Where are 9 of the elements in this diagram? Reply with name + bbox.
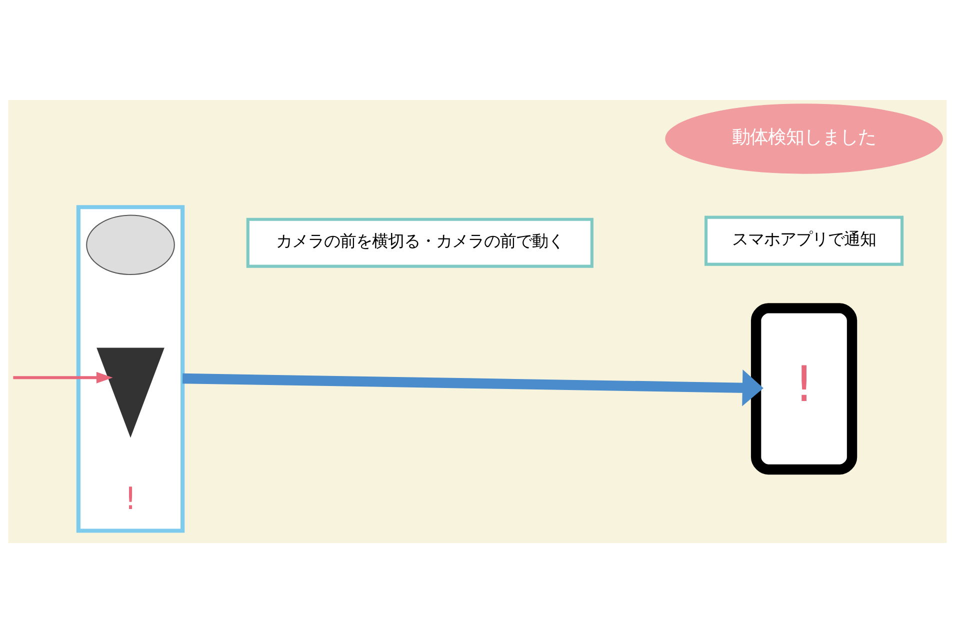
- label: !: [124, 482, 137, 517]
- node-box: スマホアプリで通知: [704, 216, 904, 266]
- node-box: カメラの前を横切る・カメラの前で動く: [246, 218, 594, 268]
- cluster: [76, 205, 185, 533]
- node-camera: [86, 214, 175, 276]
- arrow: [13, 372, 113, 384]
- arrow: [182, 369, 764, 406]
- node-ellipse: 動体検知しました: [665, 104, 943, 174]
- node-box: !: [750, 303, 858, 475]
